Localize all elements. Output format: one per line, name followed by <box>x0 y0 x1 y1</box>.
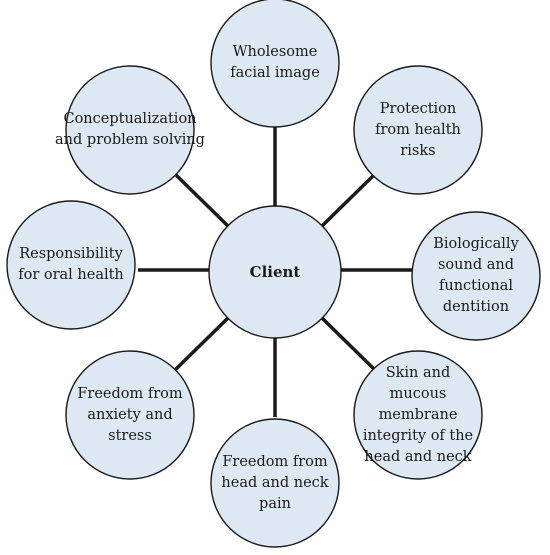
center-circle <box>208 205 342 339</box>
spoke-bottom-right <box>320 316 377 372</box>
node-circle-bottom-left <box>65 350 195 480</box>
spoke-top-right <box>320 172 377 228</box>
node-circle-top-right <box>353 65 483 195</box>
node-circle-bottom-right <box>353 350 483 480</box>
node-circle-right <box>411 211 541 341</box>
node-label-bottom: Freedom from head and neck pain <box>221 453 329 512</box>
node-label-bottom-left: Freedom from anxiety and stress <box>77 385 183 444</box>
spoke-top-left <box>173 172 230 228</box>
node-circle-top-left <box>65 65 195 195</box>
node-circle-left <box>6 200 136 330</box>
node-label-top-right: Protection from health risks <box>375 100 461 159</box>
node-circle-top <box>210 0 340 128</box>
node-label-top: Wholesome facial image <box>230 44 320 81</box>
node-circle-bottom <box>210 418 340 548</box>
node-label-right: Biologically sound and functional dentit… <box>433 236 519 315</box>
spoke-bottom-left <box>173 316 230 372</box>
node-label-left: Responsibility for oral health <box>18 246 124 283</box>
node-label-bottom-right: Skin and mucous membrane integrity of th… <box>362 364 474 465</box>
center-label: Client <box>249 262 301 281</box>
node-label-top-left: Conceptualization and problem solving <box>55 111 205 148</box>
